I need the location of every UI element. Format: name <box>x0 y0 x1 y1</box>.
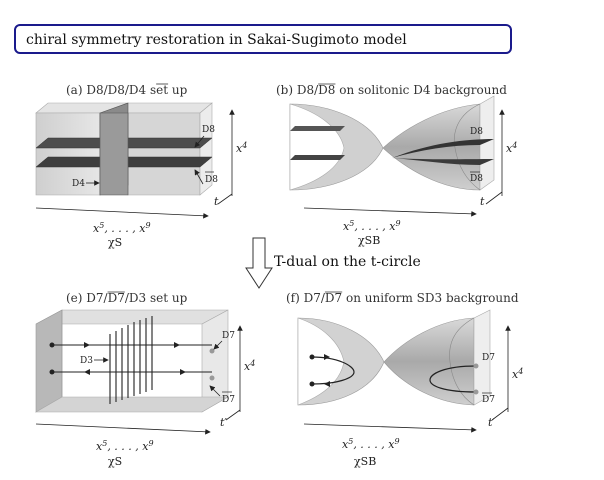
panel-f-x4-axis: x4 <box>512 367 523 381</box>
panel-a: (a) D8/D8/D4 set up D8 D8 D4 x4 t x5, . … <box>35 83 247 249</box>
panel-b-horizontal-axis: x5, . . . , x9 <box>343 219 401 233</box>
panel-b-t-axis: t <box>480 195 485 208</box>
panel-a-subcaption: χS <box>108 236 122 249</box>
panel-a-right-wall <box>127 112 201 196</box>
panel-b-d8-sheet <box>392 139 494 158</box>
panel-a-d8-label: D8 <box>202 125 215 135</box>
panel-f-caption: (f) D7/D7 on uniform SD3 background <box>286 291 519 305</box>
panel-b: (b) D8/D8 on solitonic D4 background D8 … <box>276 83 517 247</box>
panel-f: (f) D7/D7 on uniform SD3 background D7 D… <box>286 291 523 468</box>
panel-e-d3-label: D3 <box>80 356 93 366</box>
d3-branes <box>109 316 153 404</box>
panel-f-subcaption: χSB <box>354 455 376 468</box>
title-box: chiral symmetry restoration in Sakai-Sug… <box>14 24 512 54</box>
panel-e-horizontal-axis: x5, . . . , x9 <box>96 439 154 453</box>
panel-a-t-axis: t <box>214 195 219 208</box>
panel-f-left-d7-curve <box>311 356 355 385</box>
panel-e: (e) D7/D7/D3 set up D7 <box>34 291 255 468</box>
panel-e-t-axis: t′ <box>220 416 227 429</box>
panel-a-caption: (a) D8/D8/D4 set up <box>66 83 188 97</box>
panel-b-d8-label: D8 <box>470 127 483 137</box>
panel-f-horizontal-axis: x5, . . . , x9 <box>342 437 400 451</box>
panel-e-caption: (e) D7/D7/D3 set up <box>66 291 188 305</box>
panel-f-right-d7-curve <box>429 365 477 393</box>
panel-b-caption: (b) D8/D8 on solitonic D4 background <box>276 83 507 97</box>
panel-e-d7-label: D7 <box>222 331 235 341</box>
panel-f-d7bar-label: D7 <box>482 395 495 405</box>
t-dual-label: T-dual on the t-circle <box>274 254 421 270</box>
panel-b-x4-axis: x4 <box>506 141 517 155</box>
panel-a-d4-label: D4 <box>72 179 85 189</box>
panel-e-left-face <box>35 309 63 413</box>
panel-b-subcaption: χSB <box>358 234 380 247</box>
panel-a-d8bar-label: D8 <box>205 175 218 185</box>
panel-e-subcaption: χS <box>108 455 122 468</box>
slide-title: chiral symmetry restoration in Sakai-Sug… <box>26 32 407 48</box>
panel-e-x4-axis: x4 <box>244 359 255 373</box>
panel-a-horizontal-axis: x5, . . . , x9 <box>93 221 151 235</box>
panel-e-d7bar-label: D7 <box>222 395 235 405</box>
panel-f-d7-label: D7 <box>482 353 495 363</box>
panel-e-strings <box>52 344 212 373</box>
t-dual-arrow: T-dual on the t-circle <box>245 237 421 289</box>
panel-a-x4-axis: x4 <box>236 141 247 155</box>
panel-b-d8bar-label: D8 <box>470 174 483 184</box>
panel-f-t-axis: t′ <box>488 416 495 429</box>
